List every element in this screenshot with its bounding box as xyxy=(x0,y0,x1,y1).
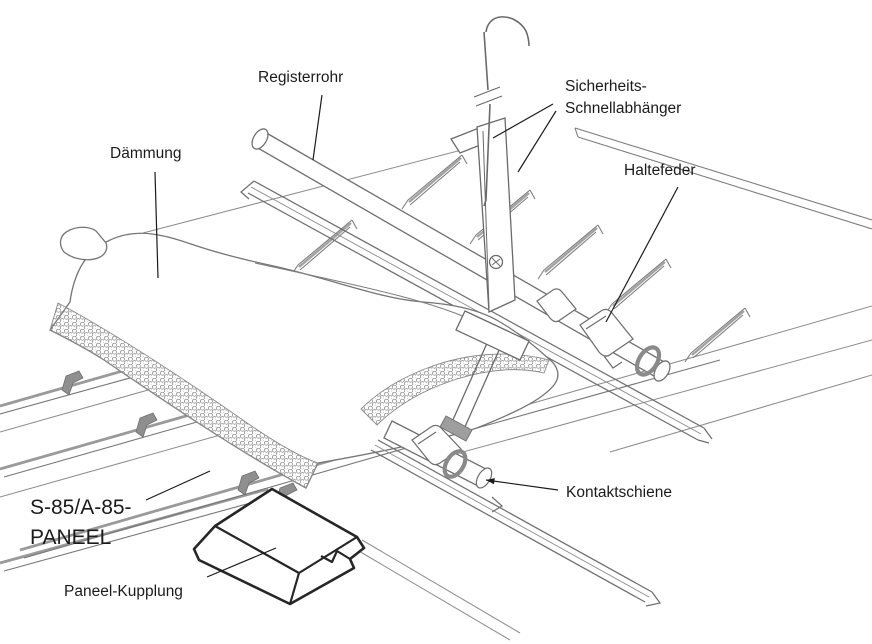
leader-line-sicherheits-schnellabhaenger xyxy=(517,110,557,173)
label-haltefeder: Haltefeder xyxy=(624,162,696,179)
leader-line-s85-a85-paneel xyxy=(145,470,211,501)
insulation-pipe-sleeve xyxy=(59,226,108,261)
insulation-hatch-edge xyxy=(49,302,319,489)
holding-spring-clamp xyxy=(579,308,634,357)
leader-line-paneel-kupplung xyxy=(206,547,277,578)
hanger-rod xyxy=(473,16,530,207)
safety-quick-hanger xyxy=(439,16,530,442)
tube-end-cap-left xyxy=(251,128,269,150)
hanger-grip-rail xyxy=(439,331,505,442)
hanger-bracket-plate xyxy=(476,117,516,313)
label-paneel-kupplung: Paneel-Kupplung xyxy=(64,583,183,600)
insulation-hatch-curl xyxy=(360,353,550,426)
label-kontaktschiene: Kontaktschiene xyxy=(566,484,672,501)
upper-tube-clamps xyxy=(536,288,662,377)
leader-line-sicherheits-schnellabhaenger xyxy=(492,103,554,139)
labels-layer: Dämmung RegisterrohrSicherheits-Schnellab… xyxy=(30,69,696,600)
label-sicherheits-schnellabhaenger: Sicherheits-Schnellabhänger xyxy=(565,78,681,117)
label-registerrohr: Registerrohr xyxy=(258,69,343,86)
hanger-foot xyxy=(455,310,530,361)
leader-arrowhead-kontaktschiene xyxy=(486,478,495,485)
rod-break-marks xyxy=(473,86,503,107)
leader-line-daemmung xyxy=(154,171,159,279)
label-daemmung: Dämmung xyxy=(110,145,182,162)
lower-assembly xyxy=(370,420,662,607)
label-s85-a85-paneel: S-85/A-85-PANEEL xyxy=(30,496,132,549)
pipe-clamp-small xyxy=(536,288,577,323)
holding-spring-ring-upper xyxy=(634,345,662,377)
leader-line-haltefeder xyxy=(605,186,679,323)
holding-spring-ring-lower xyxy=(442,449,468,479)
panel-coupling xyxy=(192,487,366,606)
leader-line-registerrohr xyxy=(312,94,323,161)
leader-line-kontaktschiene xyxy=(485,479,559,491)
lower-contact-rail xyxy=(370,439,662,607)
insulation-blanket xyxy=(49,226,559,489)
